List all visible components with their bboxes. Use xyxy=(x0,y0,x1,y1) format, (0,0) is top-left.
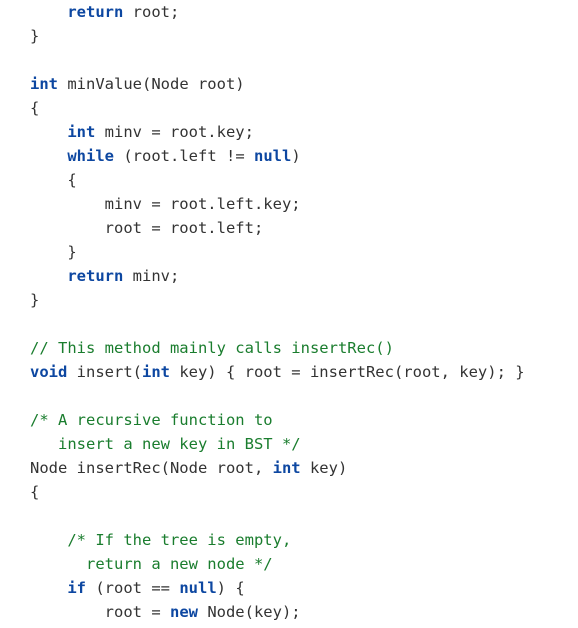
keyword-token: if xyxy=(30,579,86,597)
text-token: } xyxy=(30,291,40,309)
code-line: if (root == null) { xyxy=(30,576,578,600)
text-token: key) { root = insertRec(root, key); } xyxy=(169,363,525,381)
comment-token: return a new node */ xyxy=(30,555,273,573)
text-token: minValue(Node root) xyxy=(58,75,245,93)
code-line: minv = root.left.key; xyxy=(30,192,578,216)
keyword-token: int xyxy=(141,363,170,381)
text-token: } xyxy=(30,27,40,45)
code-line: void insert(int key) { root = insertRec(… xyxy=(30,360,578,384)
code-line xyxy=(30,312,578,336)
code-line: return minv; xyxy=(30,264,578,288)
code-line xyxy=(30,48,578,72)
keyword-token: null xyxy=(179,579,217,597)
keyword-token: null xyxy=(253,147,292,165)
keyword-token: new xyxy=(169,603,198,621)
code-line: } xyxy=(30,288,578,312)
code-line: int minv = root.key; xyxy=(30,120,578,144)
keyword-token: void xyxy=(30,363,68,381)
keyword-token: int xyxy=(30,123,96,141)
text-token: minv; xyxy=(123,267,180,285)
code-line: } xyxy=(30,24,578,48)
text-token: minv = root.left.key; xyxy=(30,195,301,213)
text-token: insert( xyxy=(67,363,142,381)
text-token: key) xyxy=(300,459,348,477)
text-token: Node insertRec(Node root, xyxy=(30,459,273,477)
text-token: { xyxy=(30,171,77,189)
text-token: } xyxy=(30,243,77,261)
code-line: return a new node */ xyxy=(30,552,578,576)
text-token: (root.left != xyxy=(114,147,254,165)
code-line: { xyxy=(30,168,578,192)
code-line: return root; xyxy=(30,0,578,24)
text-token: { xyxy=(30,483,40,501)
text-token: (root == xyxy=(86,579,180,597)
code-line: // This method mainly calls insertRec() xyxy=(30,336,578,360)
text-token: minv = root.key; xyxy=(95,123,254,141)
keyword-token: return xyxy=(30,267,124,285)
code-line xyxy=(30,504,578,528)
keyword-token: return xyxy=(30,3,124,21)
code-line: while (root.left != null) xyxy=(30,144,578,168)
text-token: ) { xyxy=(216,579,245,597)
code-line xyxy=(30,384,578,408)
code-line: /* A recursive function to xyxy=(30,408,578,432)
code-line: Node insertRec(Node root, int key) xyxy=(30,456,578,480)
keyword-token: int xyxy=(30,75,58,93)
comment-token: /* A recursive function to xyxy=(30,411,273,429)
code-line: /* If the tree is empty, xyxy=(30,528,578,552)
keyword-token: int xyxy=(272,459,301,477)
code-line: insert a new key in BST */ xyxy=(30,432,578,456)
comment-token: /* If the tree is empty, xyxy=(30,531,292,549)
code-line: int minValue(Node root) xyxy=(30,72,578,96)
text-token: { xyxy=(30,99,40,117)
text-token: root = root.left; xyxy=(30,219,264,237)
code-line: { xyxy=(30,480,578,504)
text-token: root; xyxy=(123,3,180,21)
code-line: { xyxy=(30,96,578,120)
text-token: Node(key); xyxy=(197,603,301,621)
comment-token: insert a new key in BST */ xyxy=(30,435,301,453)
comment-token: // This method mainly calls insertRec() xyxy=(30,339,394,357)
text-token: ) xyxy=(291,147,301,165)
code-line: root = root.left; xyxy=(30,216,578,240)
code-line: root = new Node(key); xyxy=(30,600,578,624)
code-line: } xyxy=(30,240,578,264)
keyword-token: while xyxy=(30,147,114,165)
text-token: root = xyxy=(30,603,170,621)
